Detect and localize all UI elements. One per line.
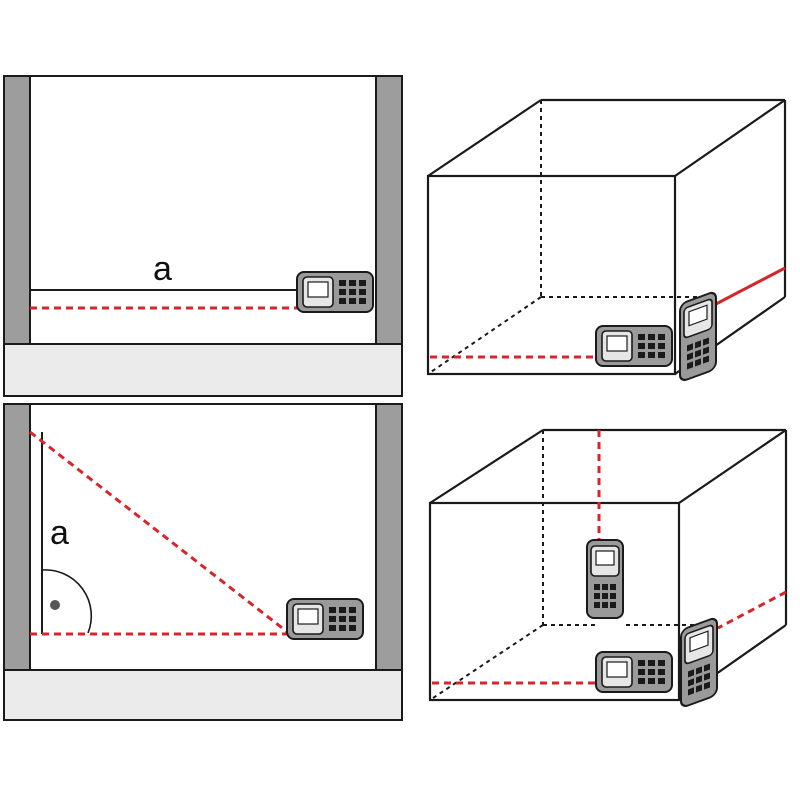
- laser-distance-meter-icon: [595, 651, 673, 693]
- right-wall: [375, 75, 403, 345]
- hidden-edges: [427, 100, 703, 375]
- laser-distance-meter-icon: [286, 598, 364, 640]
- panel-room-height: [428, 428, 788, 710]
- laser-distance-meter-icon: [586, 539, 624, 619]
- laser-beam-back-wall: [715, 266, 786, 306]
- hidden-edges: [429, 430, 700, 701]
- laser-beam-back-wall: [717, 590, 787, 630]
- laser-beam-diagonal: [29, 430, 291, 636]
- right-angle-dot: [50, 600, 60, 610]
- panel-room-length: [426, 98, 787, 384]
- right-wall: [375, 403, 403, 671]
- laser-distance-meter-icon: [678, 289, 718, 384]
- left-wall: [3, 403, 31, 671]
- distance-label: a: [153, 250, 172, 288]
- laser-distance-meter-icon: [679, 615, 719, 710]
- laser-distance-meter-icon: [595, 325, 673, 367]
- panel-frame: [3, 75, 403, 397]
- right-angle-marker-icon: [41, 569, 93, 634]
- panel-height-measurement: a: [3, 403, 403, 721]
- floor: [3, 669, 403, 721]
- height-label: a: [50, 514, 69, 552]
- left-wall: [3, 75, 31, 345]
- panel-frame: [3, 403, 403, 721]
- floor: [3, 343, 403, 397]
- panel-horizontal-distance: a: [3, 75, 403, 397]
- laser-distance-meter-icon: [296, 271, 374, 313]
